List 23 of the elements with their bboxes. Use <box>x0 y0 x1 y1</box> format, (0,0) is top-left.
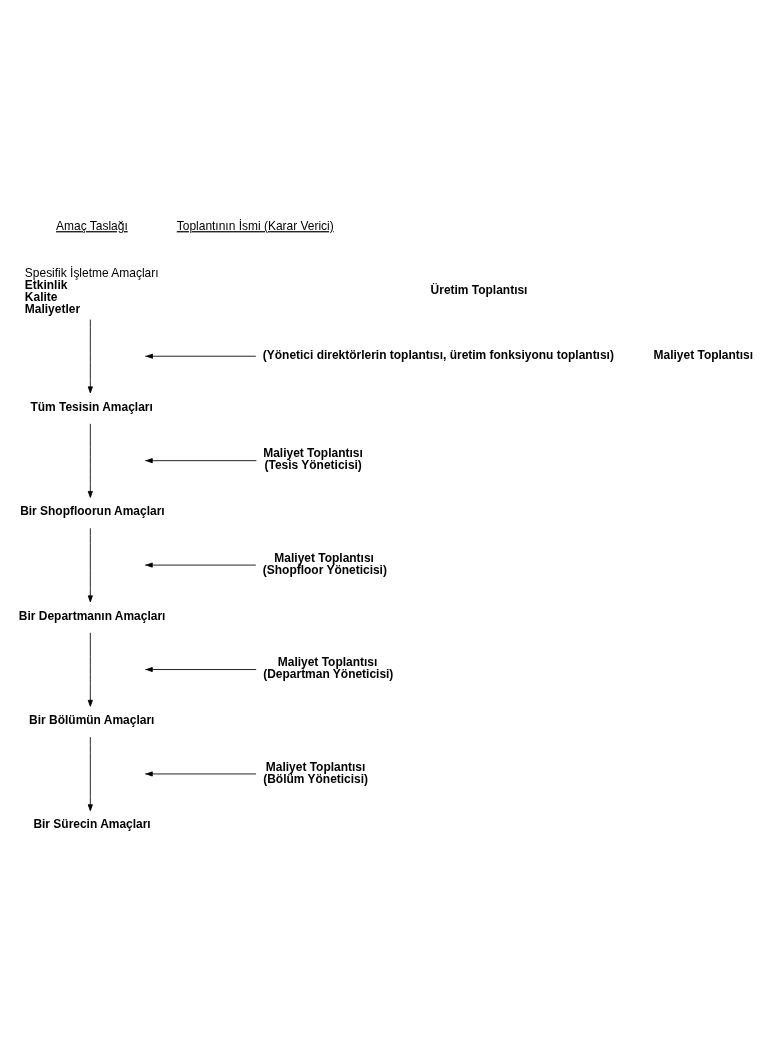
arrow <box>145 562 257 568</box>
node-text: (Yönetici direktörlerin toplantısı, üretim fonksiyonu toplantısı) <box>262 347 614 362</box>
arrow <box>87 319 93 394</box>
label: Amaç Taslağı <box>56 219 128 234</box>
arrow <box>87 423 93 498</box>
node-text: Maliyet Toplantısı (Bölüm Yöneticisi) <box>263 759 369 786</box>
node-text: Maliyet Toplantısı (Shopfloor Yöneticisi) <box>262 550 387 577</box>
arrow <box>87 736 93 812</box>
arrow <box>145 771 257 777</box>
arrow <box>146 353 257 359</box>
node-text: Bir Shopfloorun Amaçları <box>20 504 165 519</box>
node-text: Bir Sürecin Amaçları <box>33 817 151 832</box>
node-text: Bir Bölümün Amaçları <box>29 713 155 728</box>
node-text: Tüm Tesisin Amaçları <box>30 399 153 414</box>
node-text: Spesifik İşletme Amaçları Etkinlik Kalite Maliyetler <box>24 265 159 316</box>
node-text: Bir Departmanın Amaçları <box>18 608 166 623</box>
arrow <box>87 527 93 603</box>
label: Toplantının İsmi (Karar Verici) <box>176 219 334 234</box>
label: Maliyet Toplantısı <box>653 347 754 362</box>
label: Üretim Toplantısı <box>430 283 528 298</box>
node-text: Maliyet Toplantısı (Tesis Yöneticisi) <box>263 446 363 473</box>
node-text: Maliyet Toplantısı (Departman Yöneticisi) <box>263 655 394 682</box>
arrow <box>87 632 93 707</box>
